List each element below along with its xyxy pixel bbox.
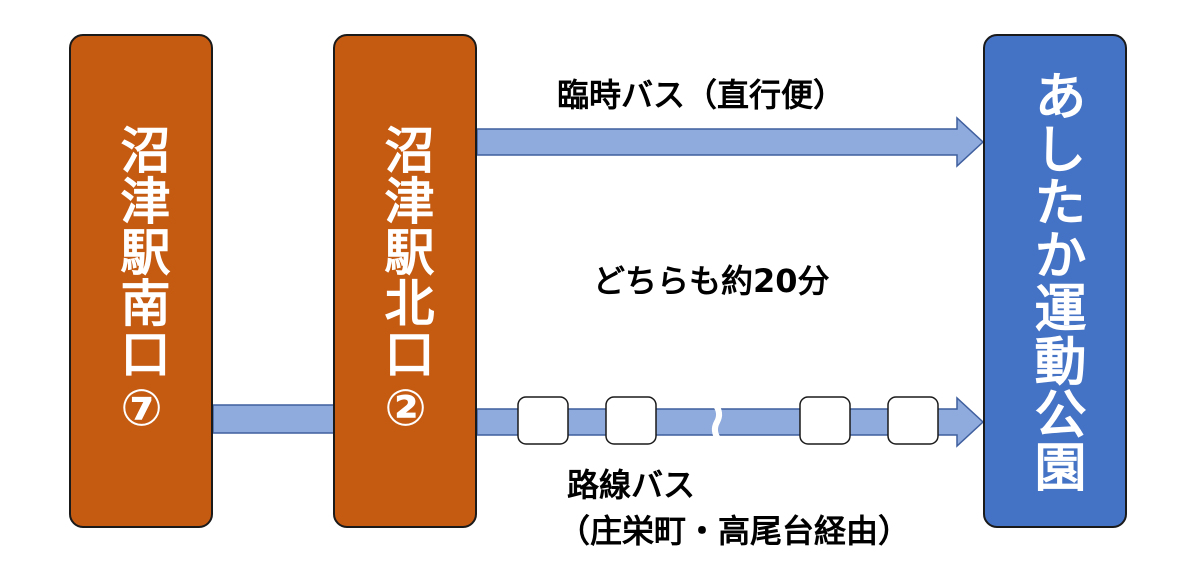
duration-label: どちらも約20分 [593,262,830,300]
intermediate-stop [517,396,569,445]
north-exit-stop: 沼津駅北口② [333,34,477,528]
south-to-north-connector [212,404,336,434]
intermediate-stop [605,396,657,445]
local-route-label: 路線バス [567,466,696,504]
destination-label: あしたか運動公園 [1025,69,1085,493]
local-route-via-label: （庄栄町・高尾台経由） [558,512,911,550]
south-exit-label: 沼津駅南口⑦ [112,124,171,438]
express-route-label: 臨時バス（直行便） [557,76,846,114]
north-exit-label: 沼津駅北口② [376,124,435,438]
express-route-arrow [476,116,985,168]
south-exit-stop: 沼津駅南口⑦ [69,34,213,528]
intermediate-stop [887,396,939,445]
intermediate-stop [799,396,851,445]
destination-stop: あしたか運動公園 [983,34,1127,528]
route-break-mark [711,402,723,442]
